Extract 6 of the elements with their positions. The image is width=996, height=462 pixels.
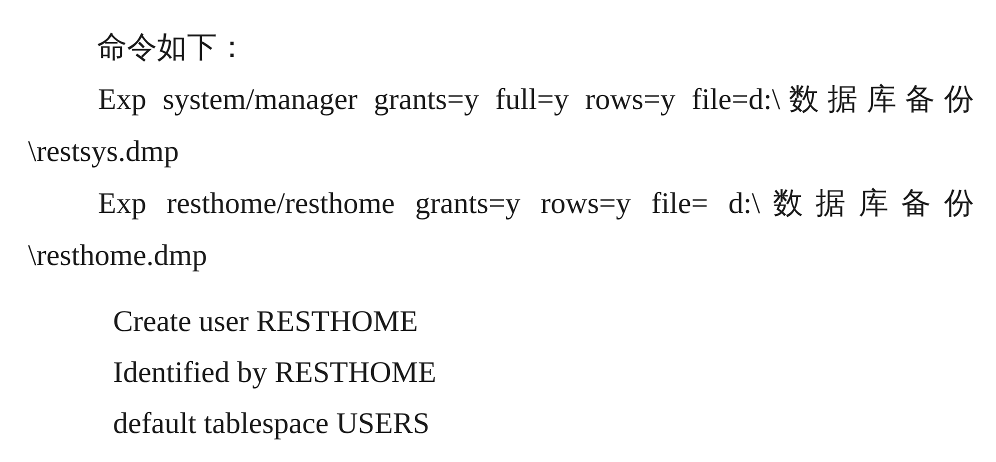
code-line: default tablespace USERS [113,406,430,442]
intro-text: 命令如下： [97,30,247,66]
command-paragraph: Exp system/manager grants=y full=y rows=y file=d:\数据库备份\restsys.dmp [28,82,974,170]
command-paragraph: Exp resthome/resthome grants=y rows=y file= d:\数据库备份\resthome.dmp [28,186,974,274]
code-line: Create user RESTHOME [113,304,418,340]
code-line: Identified by RESTHOME [113,355,436,391]
